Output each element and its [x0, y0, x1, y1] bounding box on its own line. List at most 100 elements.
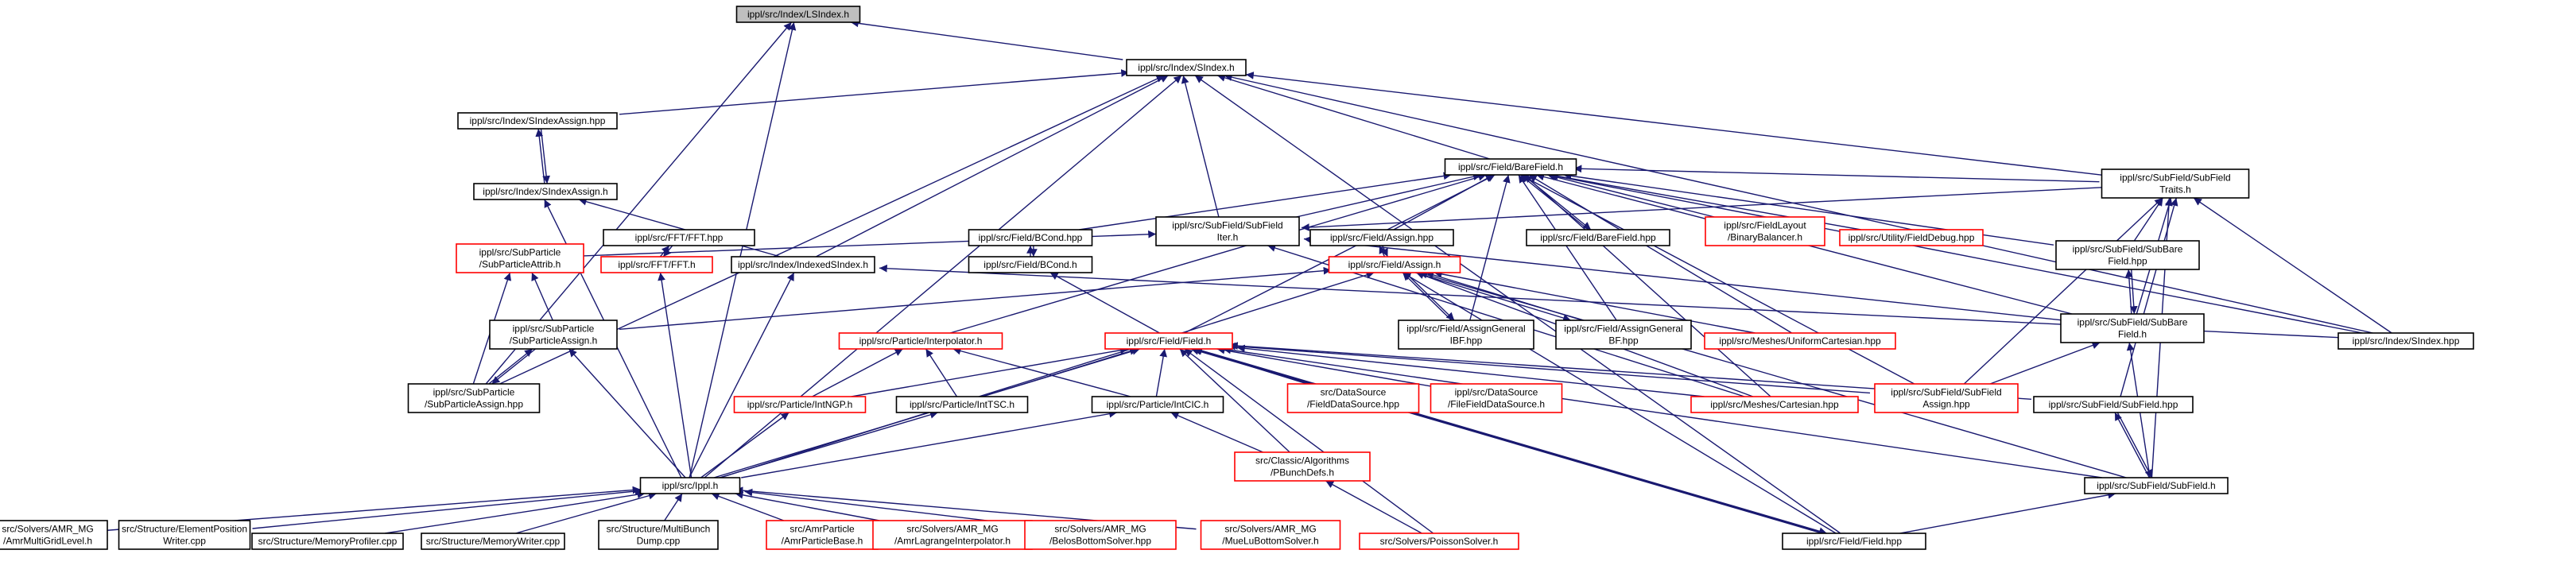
node-label: /FileFieldDataSource.h	[1448, 399, 1545, 410]
edge-sindexassign_hpp-to-sindex	[619, 69, 1130, 115]
edge-amrlagrange-to-ippl_h	[735, 490, 880, 521]
node-subfield_hpp[interactable]: ippl/src/SubField/SubField.hpp	[2033, 396, 2194, 413]
node-label: ippl/src/Field/BCond.hpp	[979, 232, 1083, 243]
node-field_hpp[interactable]: ippl/src/Field/Field.hpp	[1782, 533, 1926, 550]
edge-indexedsindex-to-sindex	[815, 75, 1169, 258]
node-box	[1234, 451, 1371, 482]
node-box	[1874, 383, 2019, 413]
edge-field_h-to-bcond_h	[1049, 272, 1160, 334]
node-label: ippl/src/Index/SIndex.hpp	[2353, 335, 2460, 347]
edge-field_hpp-to-subfield_h	[1899, 490, 2116, 534]
node-label: ippl/src/SubField/SubField	[1891, 387, 2001, 398]
node-pbunchdefs[interactable]: src/Classic/Algorithms/PBunchDefs.h	[1234, 451, 1371, 482]
edge-subbarefield_hpp-to-subbarefield_h	[2129, 269, 2138, 315]
node-label: ippl/src/Meshes/Cartesian.hpp	[1710, 399, 1839, 410]
node-label: IBF.hpp	[1450, 335, 1483, 347]
node-assign_h[interactable]: ippl/src/Field/Assign.h	[1328, 256, 1461, 273]
node-label: /FieldDataSource.hpp	[1307, 399, 1399, 410]
edge-subfield_hpp-to-subfield_h	[2116, 412, 2153, 478]
node-binarybalancer[interactable]: ippl/src/FieldLayout/BinaryBalancer.h	[1705, 216, 1825, 246]
node-label: ippl/src/Index/SIndexAssign.hpp	[470, 115, 606, 126]
node-intcic[interactable]: ippl/src/Particle/IntCIC.h	[1091, 396, 1224, 413]
node-barefield_hpp[interactable]: ippl/src/Field/BareField.hpp	[1526, 229, 1670, 246]
node-box	[473, 183, 618, 200]
node-bcond_h[interactable]: ippl/src/Field/BCond.h	[968, 256, 1093, 273]
node-box	[2337, 332, 2474, 350]
node-label: ippl/src/Field/Field.hpp	[1806, 536, 1902, 547]
node-fft_hpp[interactable]: ippl/src/FFT/FFT.hpp	[603, 229, 755, 246]
node-assign_hpp[interactable]: ippl/src/Field/Assign.hpp	[1309, 229, 1454, 246]
node-box	[118, 520, 251, 550]
node-box	[1126, 59, 1247, 76]
node-uniformcartesian[interactable]: ippl/src/Meshes/UniformCartesian.hpp	[1704, 332, 1896, 350]
node-label: Field.h	[2118, 329, 2147, 340]
node-poissonsolver[interactable]: src/Solvers/PoissonSolver.h	[1359, 533, 1519, 550]
node-label: Iter.h	[1217, 232, 1239, 243]
node-label: ippl/src/SubParticle	[513, 323, 595, 335]
node-label: ippl/src/FFT/FFT.hpp	[635, 232, 724, 243]
node-memorywriter[interactable]: src/Structure/MemoryWriter.cpp	[421, 533, 565, 550]
node-intngp[interactable]: ippl/src/Particle/IntNGP.h	[733, 396, 867, 413]
node-muelubottom[interactable]: src/Solvers/AMR_MG/MueLuBottomSolver.h	[1200, 520, 1341, 550]
node-label: ippl/src/Ippl.h	[662, 480, 719, 491]
edge-subbarefield_h-to-subbarefield_hpp	[2124, 269, 2133, 315]
edge-subparticleassign_h-to-assign_h	[619, 266, 1332, 331]
node-barefield_h[interactable]: ippl/src/Field/BareField.h	[1444, 158, 1577, 176]
node-fft_h[interactable]: ippl/src/FFT/FFT.h	[600, 256, 713, 273]
node-bcond_hpp[interactable]: ippl/src/Field/BCond.hpp	[968, 229, 1093, 246]
node-field_h[interactable]: ippl/src/Field/Field.h	[1104, 332, 1233, 350]
node-box	[1104, 332, 1233, 350]
node-sindex_hpp[interactable]: ippl/src/Index/SIndex.hpp	[2337, 332, 2474, 350]
node-memoryprofiler[interactable]: src/Structure/MemoryProfiler.cpp	[251, 533, 404, 550]
edge-inttsc-to-interpolator	[925, 348, 958, 397]
node-box	[489, 320, 618, 350]
node-box	[1444, 158, 1577, 176]
node-label: ippl/src/Index/LSIndex.h	[747, 9, 849, 20]
node-amrparticlebase[interactable]: src/AmrParticle/AmrParticleBase.h	[766, 520, 879, 550]
node-sindexassign_hpp[interactable]: ippl/src/Index/SIndexAssign.hpp	[457, 112, 618, 130]
edge-subfieldtraits-to-barefield_h	[1573, 165, 2100, 183]
node-label: src/Solvers/PoissonSolver.h	[1380, 536, 1499, 547]
edge-sindex_hpp-to-sindex	[1224, 73, 2373, 334]
node-box	[1309, 229, 1454, 246]
node-fielddebug[interactable]: ippl/src/Utility/FieldDebug.hpp	[1839, 229, 1984, 246]
edge-pbunchdefs-to-intcic	[1170, 412, 1263, 453]
node-amrmultigridlevel[interactable]: src/Solvers/AMR_MG/AmrMultiGridLevel.h	[0, 520, 108, 550]
node-ippl_h[interactable]: ippl/src/Ippl.h	[639, 477, 741, 494]
node-label: Field.hpp	[2108, 256, 2147, 267]
node-inttsc[interactable]: ippl/src/Particle/IntTSC.h	[895, 396, 1029, 413]
node-label: ippl/src/Field/Assign.h	[1348, 259, 1441, 270]
node-interpolator[interactable]: ippl/src/Particle/Interpolator.h	[838, 332, 1003, 350]
edge-ippl_h-to-fft_h	[658, 272, 692, 478]
node-label: ippl/src/Field/BareField.h	[1458, 161, 1563, 172]
node-filefielddatasource[interactable]: ippl/src/DataSource/FileFieldDataSource.…	[1430, 383, 1563, 413]
node-label: ippl/src/Field/BareField.hpp	[1540, 232, 1656, 243]
edge-fft_hpp-to-fft_h	[662, 245, 673, 258]
node-subparticleassign_hpp[interactable]: ippl/src/SubParticle/SubParticleAssign.h…	[407, 383, 541, 413]
node-label: ippl/src/SubField/SubField	[2120, 172, 2230, 184]
node-belosbottom[interactable]: src/Solvers/AMR_MG/BelosBottomSolver.hpp	[1024, 520, 1177, 550]
node-label: ippl/src/Index/IndexedSIndex.h	[738, 259, 868, 270]
edge-elementposition-to-ippl_h	[252, 487, 643, 529]
node-subparticleassign_h[interactable]: ippl/src/SubParticle/SubParticleAssign.h	[489, 320, 618, 350]
node-amrlagrange[interactable]: src/Solvers/AMR_MG/AmrLagrangeInterpolat…	[872, 520, 1033, 550]
edge-sindexassign_h-to-sindexassign_hpp	[535, 128, 545, 184]
node-indexedsindex[interactable]: ippl/src/Index/IndexedSIndex.h	[731, 256, 875, 273]
node-sindex[interactable]: ippl/src/Index/SIndex.h	[1126, 59, 1247, 76]
node-box	[733, 396, 867, 413]
node-cartesian[interactable]: ippl/src/Meshes/Cartesian.hpp	[1690, 396, 1859, 413]
node-subparticleattrib[interactable]: ippl/src/SubParticle/SubParticleAttrib.h	[456, 243, 584, 273]
node-label: ippl/src/Field/Field.h	[1127, 335, 1212, 347]
node-subfield_h[interactable]: ippl/src/SubField/SubField.h	[2084, 477, 2229, 494]
node-sindexassign_h[interactable]: ippl/src/Index/SIndexAssign.h	[473, 183, 618, 200]
node-fielddatasource[interactable]: src/DataSource/FieldDataSource.hpp	[1286, 383, 1420, 413]
